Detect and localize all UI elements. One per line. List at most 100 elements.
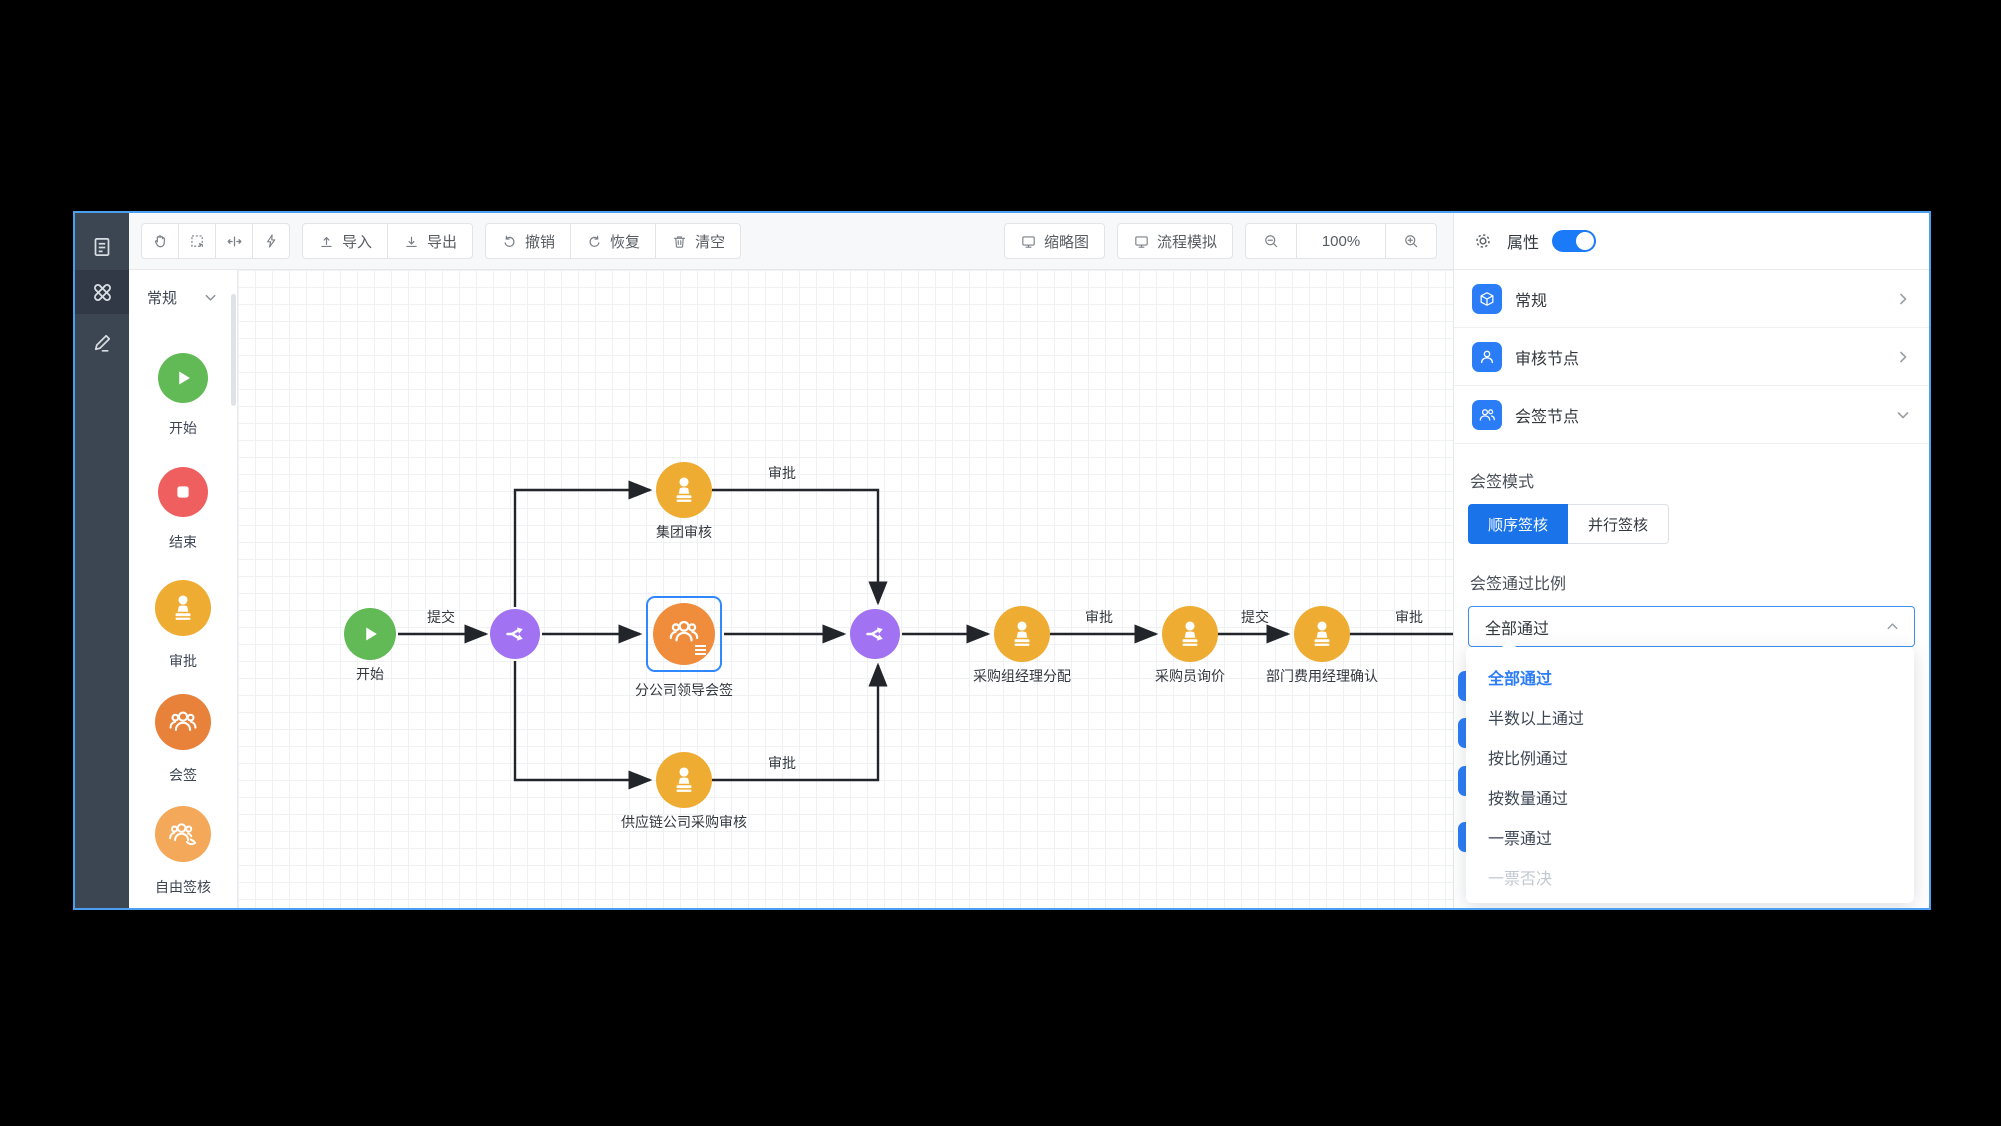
pass-ratio-select[interactable]: 全部通过 — [1468, 606, 1915, 647]
users-hand-icon — [166, 817, 200, 851]
marquee-select-icon — [188, 232, 207, 251]
toolbar: 导入 导出 撤销 恢复 — [129, 213, 1453, 270]
flow-node-label: 集团审核 — [656, 524, 712, 540]
free-sign-node-shape — [155, 806, 211, 862]
section-general[interactable]: 常规 — [1454, 270, 1929, 328]
section-countersign-node[interactable]: 会签节点 — [1454, 386, 1929, 444]
zoom-in-icon — [1402, 232, 1420, 250]
palette-scrollbar[interactable] — [231, 294, 236, 406]
export-label: 导出 — [427, 233, 458, 251]
edge-bottom-gateway2 — [712, 662, 888, 782]
sidebar-item-edit[interactable] — [75, 320, 129, 364]
minimap-button[interactable]: 缩略图 — [1003, 223, 1105, 259]
undo-icon — [501, 233, 518, 250]
lightning-icon — [262, 232, 280, 250]
palette-item-countersign[interactable]: 会签 — [129, 694, 237, 785]
redo-button[interactable]: 恢复 — [570, 223, 657, 259]
zoom-in-button[interactable] — [1385, 223, 1437, 259]
palette-group-label: 常规 — [147, 289, 178, 307]
dropdown-option-majority[interactable]: 半数以上通过 — [1488, 711, 1585, 728]
mode-sequential-button[interactable]: 顺序签核 — [1468, 504, 1569, 544]
hand-icon — [151, 232, 170, 251]
flow-node-branch-countersign-selected[interactable] — [646, 596, 722, 672]
dropdown-option-by-ratio[interactable]: 按比例通过 — [1488, 751, 1569, 768]
zoom-out-icon — [1262, 232, 1280, 250]
node-menu-icon — [695, 645, 706, 655]
auto-layout-button[interactable] — [252, 223, 290, 259]
marquee-select-button[interactable] — [178, 223, 216, 259]
minimap-label: 缩略图 — [1043, 233, 1089, 251]
undo-label: 撤销 — [525, 233, 556, 251]
play-icon — [168, 363, 198, 393]
end-node-shape — [158, 467, 208, 517]
palette-group-header[interactable]: 常规 — [129, 278, 237, 316]
flow-node-purchase-manager-assign[interactable] — [994, 606, 1050, 662]
sidebar-item-form[interactable] — [75, 225, 129, 269]
dropdown-option-one-vote-veto: 一票否决 — [1488, 871, 1553, 888]
toolbar-right-cluster: 缩略图 流程模拟 100% — [1003, 223, 1437, 259]
flow-node-gateway-split[interactable] — [490, 609, 540, 659]
edge-label: 提交 — [1241, 609, 1269, 625]
flow-node-buyer-inquiry[interactable] — [1162, 606, 1218, 662]
dropdown-option-all-pass[interactable]: 全部通过 — [1488, 671, 1553, 688]
flow-node-group-review[interactable] — [656, 462, 712, 518]
play-icon — [355, 619, 385, 649]
flow-node-label: 部门费用经理确认 — [1266, 668, 1378, 684]
palette-item-free-sign[interactable]: 自由签核 — [129, 806, 237, 897]
sidebar-item-flow-nodes[interactable] — [75, 270, 129, 314]
flow-node-start[interactable] — [344, 608, 396, 660]
pass-ratio-dropdown: 全部通过 半数以上通过 按比例通过 按数量通过 一票通过 一票否决 — [1466, 639, 1914, 903]
import-button[interactable]: 导入 — [302, 223, 389, 259]
simulate-icon — [1133, 233, 1150, 250]
simulate-button[interactable]: 流程模拟 — [1116, 223, 1233, 259]
palette-item-start[interactable]: 开始 — [129, 353, 237, 438]
zoom-out-button[interactable] — [1245, 223, 1297, 259]
palette-item-label: 审批 — [169, 653, 197, 669]
undo-button[interactable]: 撤销 — [485, 223, 572, 259]
branch-icon — [860, 619, 890, 649]
flow-node-label: 采购员询价 — [1155, 668, 1225, 684]
trash-icon — [671, 233, 688, 250]
start-node-shape — [158, 353, 208, 403]
clear-button[interactable]: 清空 — [655, 223, 742, 259]
palette-item-label: 结束 — [169, 534, 197, 550]
upload-icon — [318, 233, 335, 250]
approve-node-shape — [155, 580, 211, 636]
cube-icon — [1472, 283, 1502, 314]
section-review-node[interactable]: 审核节点 — [1454, 328, 1929, 386]
edge-gateway1-top — [513, 480, 653, 607]
flow-node-supply-chain-review[interactable] — [656, 752, 712, 808]
redo-icon — [586, 233, 603, 250]
minimap-icon — [1020, 233, 1037, 250]
editor-area: 导入 导出 撤销 恢复 — [129, 213, 1453, 908]
redo-label: 恢复 — [610, 233, 641, 251]
flow-node-dept-expense-confirm[interactable] — [1294, 606, 1350, 662]
flow-canvas[interactable]: 提交 审批 审批 审批 提交 审批 开始 — [238, 270, 1453, 908]
flow-node-gateway-join[interactable] — [850, 609, 900, 659]
palette-item-end[interactable]: 结束 — [129, 467, 237, 552]
stamp-icon — [668, 764, 700, 796]
edge-label: 审批 — [1395, 609, 1423, 625]
dropdown-option-one-vote-pass[interactable]: 一票通过 — [1488, 831, 1553, 848]
flow-node-label: 供应链公司采购审核 — [621, 814, 747, 830]
properties-title: 属性 — [1507, 235, 1540, 252]
zoom-group: 100% — [1245, 223, 1437, 259]
edge-label: 审批 — [768, 465, 796, 481]
edges-layer — [398, 480, 1453, 790]
chevron-right-icon — [1895, 349, 1911, 365]
dropdown-option-by-count[interactable]: 按数量通过 — [1488, 791, 1569, 808]
mode-parallel-button[interactable]: 并行签核 — [1568, 504, 1670, 544]
properties-toggle[interactable] — [1552, 230, 1597, 252]
pass-ratio-value: 全部通过 — [1485, 620, 1550, 638]
countersign-node-shape — [653, 603, 715, 665]
palette-item-label: 开始 — [169, 420, 197, 436]
hand-pan-button[interactable] — [141, 223, 179, 259]
edge-label: 提交 — [427, 609, 455, 625]
export-button[interactable]: 导出 — [387, 223, 474, 259]
activity-bar — [75, 213, 129, 908]
pencil-icon — [90, 330, 115, 355]
palette-item-approve[interactable]: 审批 — [129, 580, 237, 671]
fit-view-button[interactable] — [215, 223, 253, 259]
chevron-right-icon — [1895, 291, 1911, 307]
countersign-settings: 会签模式 顺序签核 并行签核 会签通过比例 全部通过 — [1454, 444, 1929, 647]
